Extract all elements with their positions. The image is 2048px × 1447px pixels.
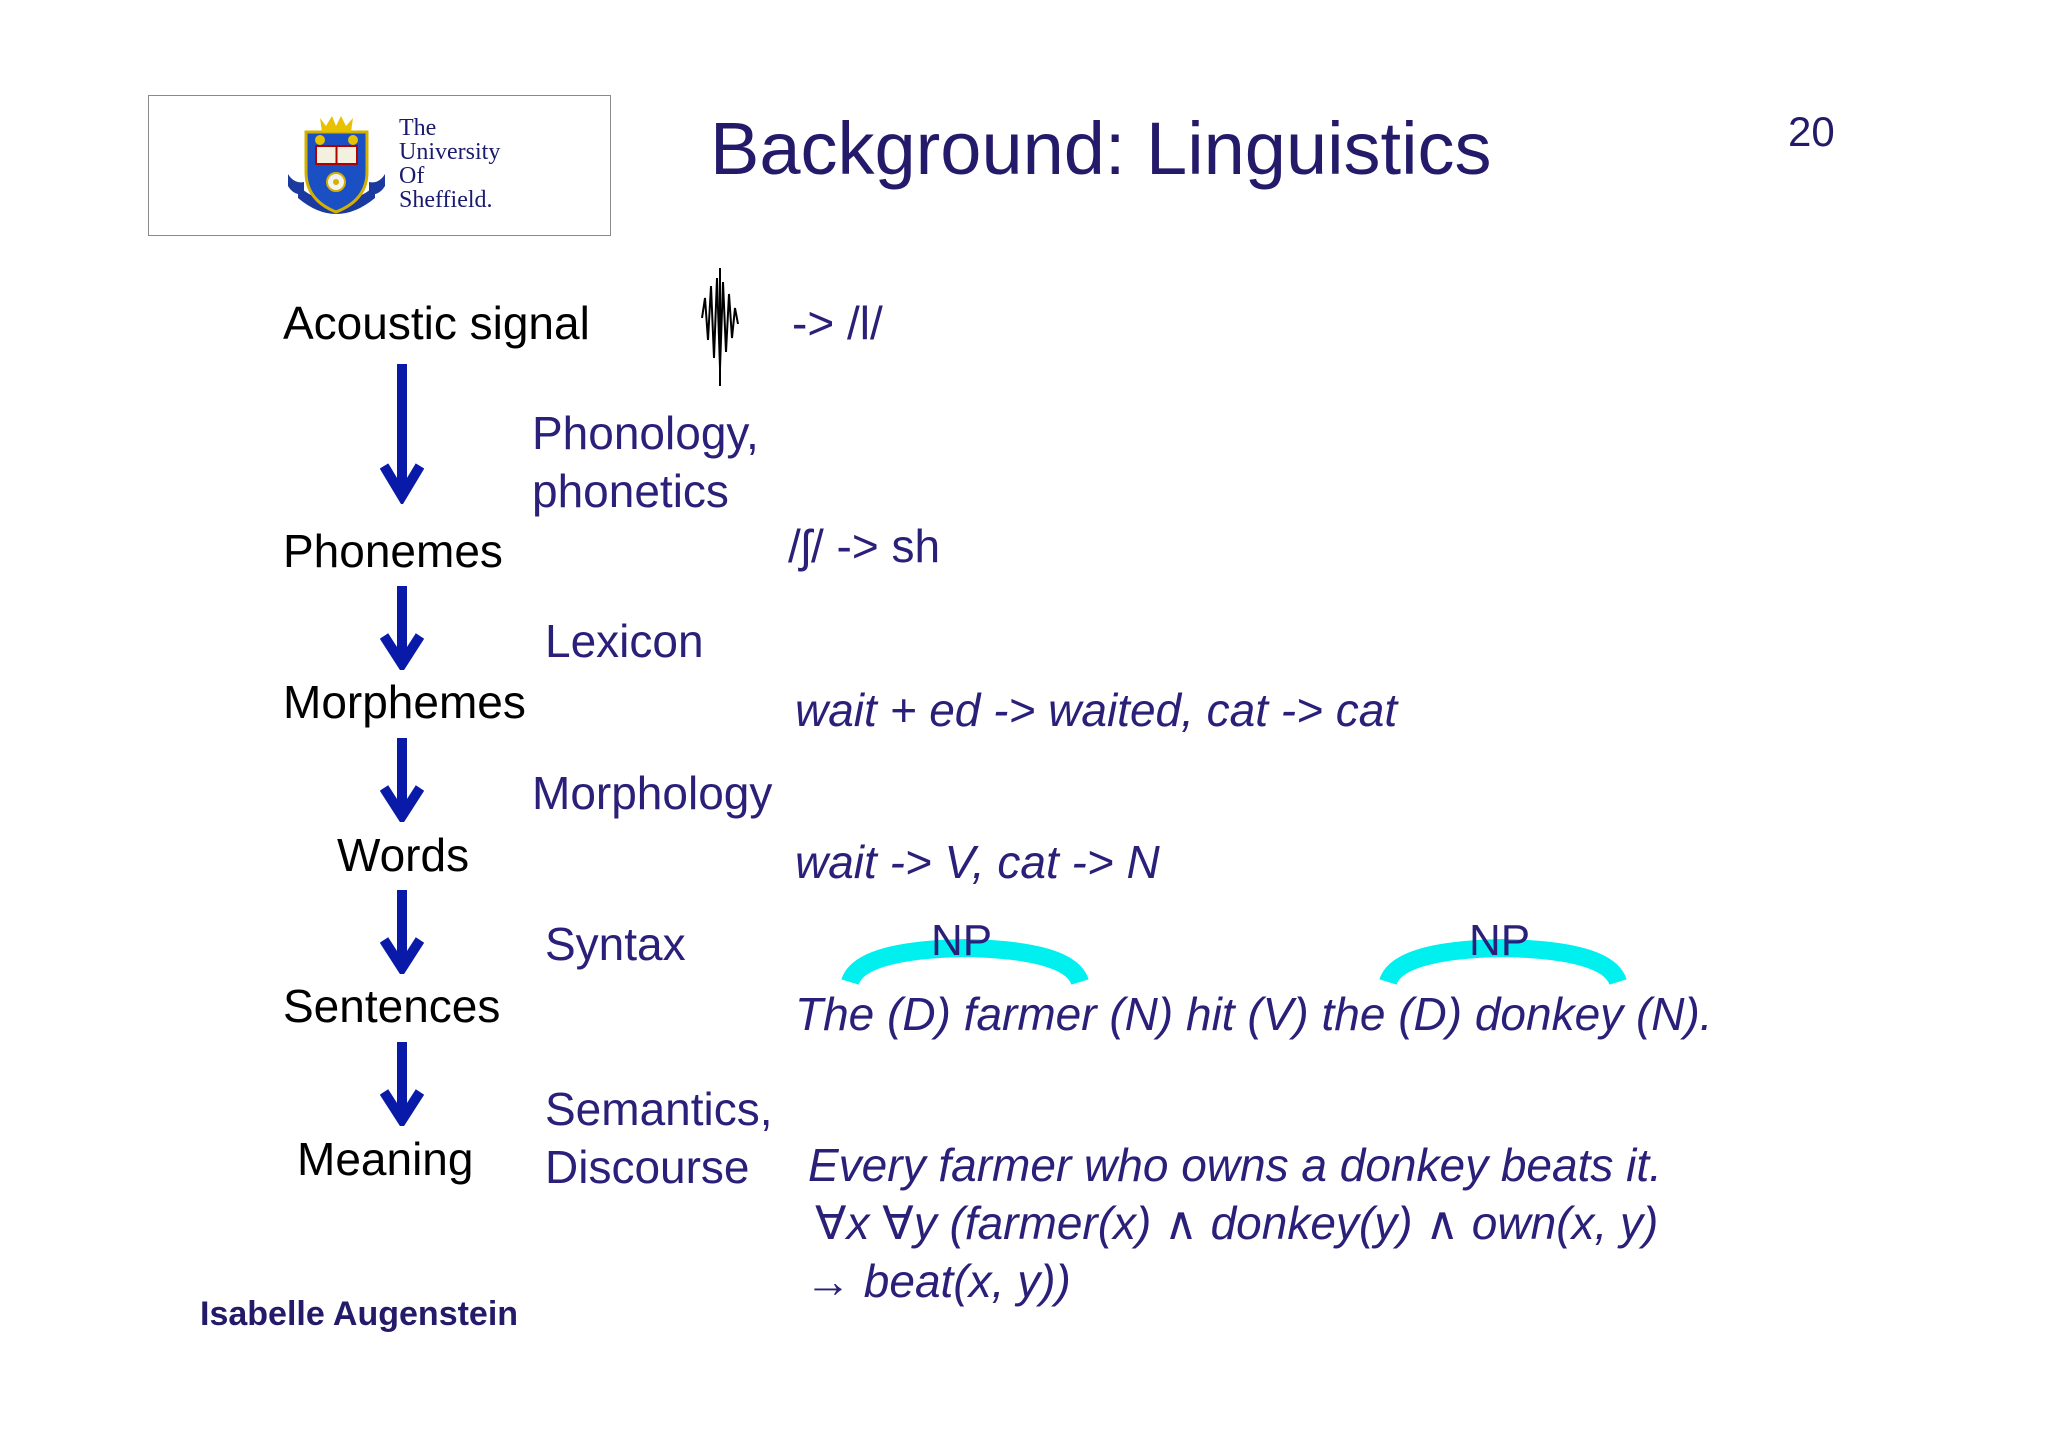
down-arrow-icon — [380, 1042, 424, 1126]
down-arrow-icon — [380, 586, 424, 670]
process-lexicon: Lexicon — [545, 615, 704, 667]
example-morphemes: wait + ed -> waited, cat -> cat — [795, 684, 1398, 736]
np-label: NP — [931, 916, 993, 965]
university-logo: The University Of Sheffield. — [148, 95, 611, 236]
example-meaning-sentence: Every farmer who owns a donkey beats it. — [808, 1139, 1662, 1191]
example-meaning-logic-end: → beat(x, y)) — [805, 1255, 1071, 1307]
university-crest-icon — [288, 116, 385, 214]
level-morphemes: Morphemes — [283, 676, 526, 728]
process-label: Phonology, — [532, 407, 759, 459]
logo-line: The — [399, 115, 437, 141]
level-phonemes: Phonemes — [283, 525, 503, 577]
process-semantics: Semantics, Discourse — [545, 1080, 773, 1196]
example-acoustic: -> /l/ — [792, 297, 883, 349]
example-words: wait -> V, cat -> N — [795, 836, 1160, 888]
process-label: Discourse — [545, 1141, 750, 1193]
np-label: NP — [1469, 916, 1531, 965]
example-phonemes: /ʃ/ -> sh — [788, 520, 941, 572]
example-meaning-logic: ∀x ∀y (farmer(x) ∧ donkey(y) ∧ own(x, y) — [815, 1197, 1659, 1249]
process-label: Semantics, — [545, 1083, 773, 1135]
down-arrow-icon — [380, 890, 424, 974]
logo-line: Of — [399, 163, 425, 189]
np-bracket-icon — [1379, 938, 1627, 986]
level-acoustic-signal: Acoustic signal — [283, 297, 590, 349]
process-label: phonetics — [532, 465, 729, 517]
page-number: 20 — [1788, 108, 1835, 155]
down-arrow-icon — [380, 364, 424, 504]
logo-wordmark: The University Of Sheffield. — [399, 116, 500, 212]
logo-line: University — [399, 139, 501, 165]
process-phonology: Phonology, phonetics — [532, 404, 759, 520]
level-meaning: Meaning — [297, 1133, 474, 1185]
logo-line: Sheffield. — [399, 187, 493, 213]
process-morphology: Morphology — [532, 767, 773, 819]
slide-title: Background: Linguistics — [710, 107, 1492, 190]
waveform-icon — [701, 268, 739, 386]
level-sentences: Sentences — [283, 980, 501, 1032]
level-words: Words — [337, 829, 470, 881]
author-name: Isabelle Augenstein — [200, 1295, 519, 1333]
down-arrow-icon — [380, 738, 424, 822]
example-sentence: The (D) farmer (N) hit (V) the (D) donke… — [795, 988, 1713, 1040]
process-syntax: Syntax — [545, 918, 686, 970]
np-bracket-icon — [841, 938, 1089, 986]
